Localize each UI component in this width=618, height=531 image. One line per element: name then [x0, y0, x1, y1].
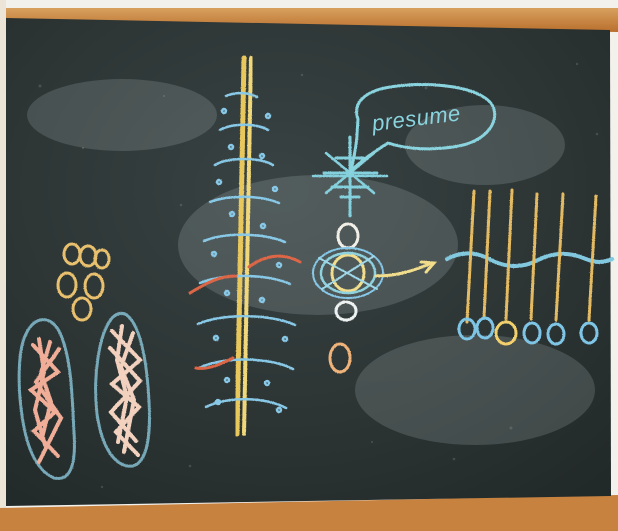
top-wood-frame	[0, 8, 618, 32]
right-wave-diagram	[445, 188, 614, 346]
board-texture	[29, 62, 599, 489]
bottom-wood-frame	[0, 495, 618, 531]
left-chalk-clusters	[17, 242, 151, 480]
orange-wave-lines	[188, 254, 302, 370]
blue-dotted-pattern	[196, 91, 297, 414]
blackboard-surface	[6, 18, 611, 506]
yellow-center-beam	[234, 55, 253, 437]
left-wall-strip	[0, 0, 6, 531]
speech-bubble	[348, 83, 497, 176]
